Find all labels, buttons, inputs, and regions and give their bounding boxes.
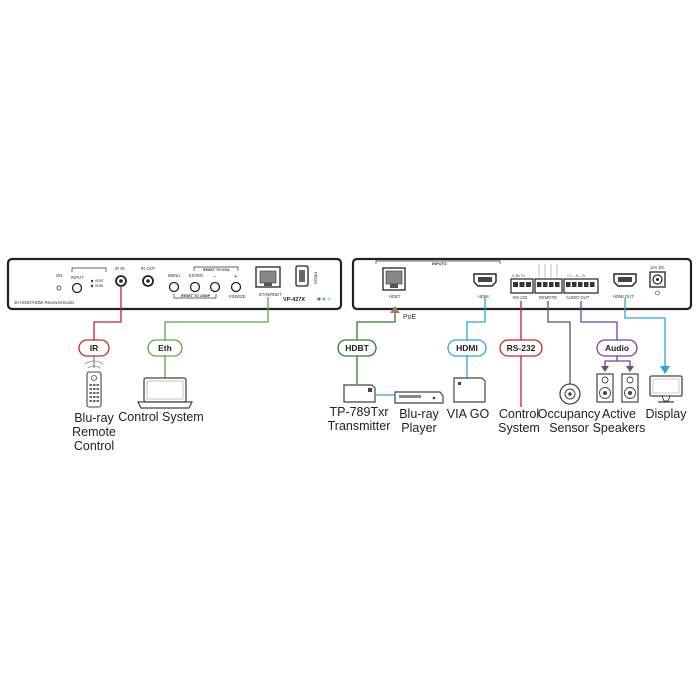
rear-hdbt-label: HDBT: [389, 294, 401, 299]
front-model-desc: 4K HDBT/HDMI Receiver/Scaler: [14, 300, 75, 305]
control-system-2-label-2: System: [498, 421, 540, 435]
audio-tag-label: Audio: [605, 343, 629, 353]
control-system-2-label-1: Control: [499, 407, 539, 421]
laptop-icon: [137, 377, 193, 409]
display-arrow-icon: [660, 366, 670, 374]
rear-remote-label: REMOTE: [539, 295, 557, 300]
front-minus-label: –: [213, 274, 217, 280]
hdbt-cable: [356, 312, 396, 340]
hdbt-led: [90, 279, 94, 283]
menu-button[interactable]: [168, 281, 180, 293]
cables: [93, 286, 666, 407]
ir-tag-label: IR: [90, 343, 99, 353]
plus-button[interactable]: [230, 281, 242, 293]
rear-inputs-label: INPUTS: [432, 261, 447, 266]
occupancy-sensor-icon: [559, 383, 581, 405]
front-input-label: INPUT: [71, 275, 84, 280]
rear-rs232-label: RS-232: [513, 295, 528, 300]
front-prog-label: PROG: [313, 272, 318, 284]
via-go-icon: [453, 377, 486, 403]
display-icon: [649, 375, 683, 403]
front-ethernet-label: ETHERNET: [259, 292, 282, 297]
transmitter-label-1: TP-789Txr: [329, 405, 388, 419]
display-label: Display: [646, 407, 688, 421]
front-ir-out-label: IR OUT: [141, 266, 156, 271]
eth-cable: [164, 297, 269, 340]
audio-cable: [580, 301, 618, 340]
speakers-label-1: Active: [602, 407, 636, 421]
front-ir-in-label: IR IN: [115, 266, 125, 271]
svg-text:+ L – G – R: + L – G – R: [567, 274, 585, 278]
on-led: [56, 285, 62, 291]
remote-control-icon: [84, 360, 104, 408]
hdbt-tag-label: HDBT: [345, 343, 369, 353]
occupancy-label-2: Sensor: [549, 421, 589, 435]
sensor-cable: [547, 301, 571, 384]
front-hdmi-led-label: HDMI: [95, 284, 103, 288]
ir-tag: [78, 339, 110, 357]
audio-split: [604, 356, 631, 368]
rear-rs232-pins: G Rx Tx: [512, 274, 525, 278]
poe-label: PoE: [403, 314, 417, 321]
rear-audio-out-label: AUDIO OUT: [566, 295, 590, 300]
hdmi-out-cable: [624, 298, 666, 370]
rear-power-label: 12V DC: [650, 265, 665, 270]
via-go-label: VIA GO: [447, 407, 490, 421]
hdmi-led: [90, 284, 94, 288]
eth-tag-label: Eth: [158, 343, 172, 353]
front-reset-vga-label: RESET TO VGA: [203, 268, 230, 272]
remote-label-2: Remote: [72, 425, 116, 439]
speakers-icon: [596, 373, 639, 403]
speakers-label-2: Speakers: [593, 421, 646, 435]
front-plus-label: +: [234, 274, 237, 280]
hdmi-tag: [447, 339, 487, 357]
front-hdbt-led-label: HDBT: [95, 279, 104, 283]
front-panel: 4K HDBT/HDMI Receiver/Scaler ON INPUT HD…: [6, 257, 343, 311]
remote-label-1: Blu-ray: [74, 411, 114, 425]
rear-panel: INPUTS HDBT HDMI G Rx Tx RS-232 REMOTE: [351, 257, 693, 311]
front-on-label: ON: [56, 273, 62, 278]
minus-button[interactable]: [209, 281, 221, 293]
ground-icon: [655, 290, 660, 296]
eth-tag: [147, 339, 183, 357]
cable-tags: IR Eth HDBT HDMI RS-232 Audio: [78, 339, 638, 357]
rear-hdmi-out-label: HDMI OUT: [613, 294, 634, 299]
front-model-label: VP-427X: [283, 297, 305, 303]
input-button[interactable]: [71, 282, 83, 294]
occupancy-label-1: Occupancy: [538, 407, 601, 421]
bluray-player-icon: [394, 391, 444, 404]
hdmi-in-cable: [466, 298, 486, 340]
enter-button[interactable]: [189, 281, 201, 293]
front-enter-label: ENTER: [189, 273, 203, 278]
hdbt-tag: [337, 339, 377, 357]
front-reset-1080p-label: RESET TO 1080P: [181, 294, 211, 298]
rs232-tag: [499, 339, 543, 357]
bluray-label-2: Player: [401, 421, 436, 435]
ir-cable: [93, 286, 122, 340]
control-system-label: Control System: [118, 410, 203, 424]
rs232-tag-label: RS-232: [507, 343, 536, 353]
front-menu-label: MENU: [168, 273, 180, 278]
transmitter-icon: [343, 384, 376, 403]
front-freeze-label: FREEZE: [229, 294, 246, 299]
rear-hdmi-label: HDMI: [478, 294, 489, 299]
bluray-label-1: Blu-ray: [399, 407, 439, 421]
poe-arrow-icon: [390, 306, 400, 313]
transmitter-label-2: Transmitter: [328, 419, 391, 433]
hdmi-tag-label: HDMI: [456, 343, 478, 353]
remote-label-3: Control: [74, 439, 114, 453]
